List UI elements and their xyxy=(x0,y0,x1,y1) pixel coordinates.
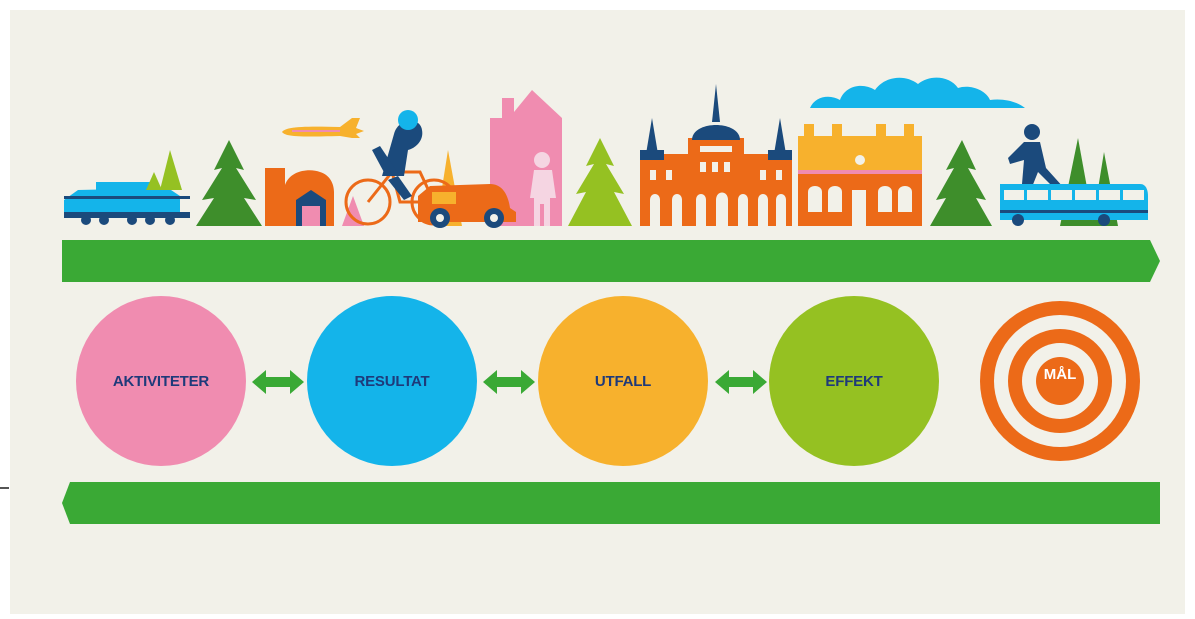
stage-label: EFFEKT xyxy=(825,372,883,390)
bus-icon xyxy=(1000,184,1148,226)
cloud-icon xyxy=(810,77,1025,108)
tree-icon xyxy=(342,196,364,226)
stage-effekt: EFFEKT xyxy=(769,296,939,466)
edge-line xyxy=(0,487,9,489)
station-building-icon xyxy=(798,124,922,226)
double-arrow-icon xyxy=(483,370,535,394)
castle-icon xyxy=(640,84,792,226)
stage-utfall: UTFALL xyxy=(538,296,708,466)
airplane-icon xyxy=(282,118,364,138)
pedestrian-icon xyxy=(530,152,556,226)
car-icon xyxy=(418,184,516,228)
double-arrow-icon xyxy=(715,370,767,394)
goal-label: MÅL xyxy=(1043,366,1077,383)
stage-label: AKTIVITETER xyxy=(112,372,210,390)
double-arrow-icon xyxy=(252,370,304,394)
barn-icon xyxy=(265,168,334,226)
stage-aktiviteter: AKTIVITETER xyxy=(76,296,246,466)
tree-icon xyxy=(568,138,632,226)
target-icon xyxy=(980,301,1140,461)
tree-icon xyxy=(196,140,262,226)
arrow-left-banner xyxy=(62,482,1160,524)
arrow-right-banner xyxy=(62,240,1160,282)
tree-icon xyxy=(930,140,992,226)
stage-label: UTFALL xyxy=(594,372,652,390)
stage-resultat: RESULTAT xyxy=(307,296,477,466)
train-icon xyxy=(64,182,190,225)
tree-icon xyxy=(146,150,182,190)
stage-label: RESULTAT xyxy=(354,372,430,390)
